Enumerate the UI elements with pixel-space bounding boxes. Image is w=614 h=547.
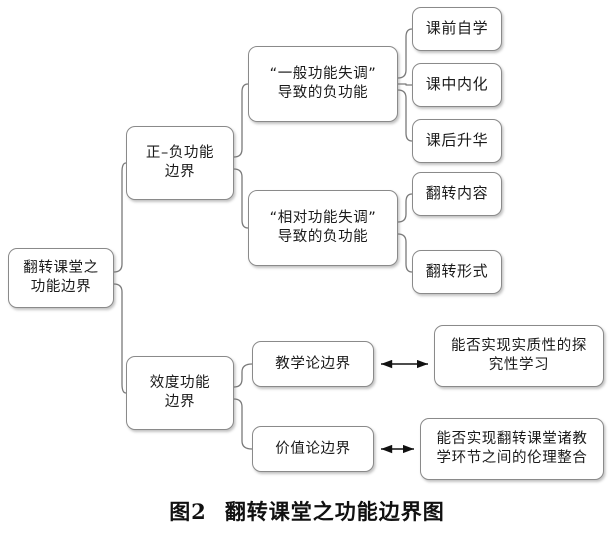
node-in-class-internalization[interactable]: 课中内化	[412, 63, 502, 107]
edge-xiaodu-to-jiaoxue	[233, 363, 253, 388]
node-ethical-integration-question[interactable]: 能否实现翻转课堂诸教 学环节之间的伦理整合	[420, 418, 604, 480]
edge-posneg-to-general	[233, 83, 249, 158]
edge-general-to-during	[397, 83, 413, 86]
node-value-theory-boundary[interactable]: 价值论边界	[252, 426, 374, 472]
node-pre-class-self-study[interactable]: 课前自学	[412, 7, 502, 51]
edge-posneg-to-relative	[233, 168, 249, 229]
node-flipped-content[interactable]: 翻转内容	[412, 172, 502, 216]
node-root[interactable]: 翻转课堂之 功能边界	[8, 248, 114, 308]
node-positive-negative-function-boundary[interactable]: 正–负功能 边界	[126, 126, 234, 200]
node-inquiry-learning-question[interactable]: 能否实现实质性的探 究性学习	[434, 325, 604, 387]
caption-label: 图2	[169, 499, 207, 524]
edge-root-to-posneg	[113, 162, 127, 273]
edge-general-to-pre	[397, 28, 413, 79]
caption-title: 翻转课堂之功能边界图	[224, 499, 445, 524]
node-post-class-sublimation[interactable]: 课后升华	[412, 119, 502, 163]
node-relative-dysfunction[interactable]: “相对功能失调” 导致的负功能	[248, 190, 398, 266]
edge-relative-to-form	[397, 233, 413, 273]
edge-xiaodu-to-jiazhi	[233, 398, 253, 450]
node-general-dysfunction[interactable]: “一般功能失调” 导致的负功能	[248, 46, 398, 122]
node-validity-function-boundary[interactable]: 效度功能 边界	[126, 356, 234, 430]
edge-general-to-post	[397, 89, 413, 142]
node-teaching-theory-boundary[interactable]: 教学论边界	[252, 341, 374, 387]
edge-relative-to-content	[397, 193, 413, 223]
figure-caption: 图2 翻转课堂之功能边界图	[0, 496, 614, 526]
node-flipped-form[interactable]: 翻转形式	[412, 250, 502, 294]
edge-root-to-xiaodu	[113, 283, 127, 394]
